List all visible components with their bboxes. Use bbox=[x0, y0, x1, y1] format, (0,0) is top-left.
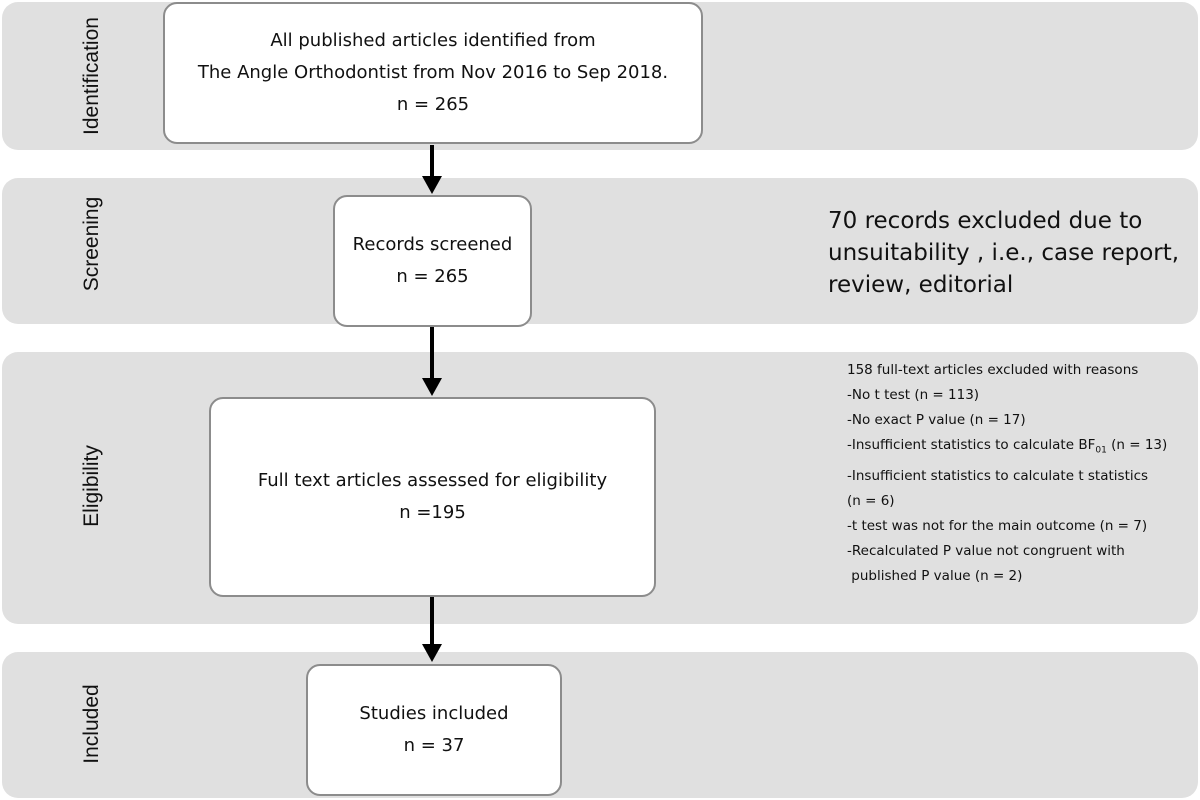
arrow-eligibility-to-included bbox=[422, 597, 442, 662]
identification-box: All published articles identified from T… bbox=[163, 2, 703, 144]
screening-exclusion-note: 70 records excluded due to unsuitability… bbox=[828, 205, 1179, 301]
screening-exclusion-line: review, editorial bbox=[828, 272, 1014, 298]
exclusion-reason: -Insufficient statistics to calculate t … bbox=[847, 467, 1149, 484]
exclusion-reason-count: (n = 13) bbox=[1106, 437, 1168, 453]
identification-line2: The Angle Orthodontist from Nov 2016 to … bbox=[197, 62, 669, 83]
included-title: Studies included bbox=[359, 703, 509, 724]
exclusion-reason: -No exact P value (n = 17) bbox=[847, 412, 1026, 428]
band-included bbox=[2, 652, 1198, 798]
exclusion-reason: -Recalculated P value not congruent with bbox=[847, 542, 1125, 559]
exclusion-reason-continued: (n = 6) bbox=[847, 492, 895, 509]
arrow-screening-to-eligibility bbox=[422, 327, 442, 396]
screening-exclusion-line: 70 records excluded due to bbox=[828, 208, 1143, 234]
exclusion-reason-text: -Insufficient statistics to calculate BF bbox=[847, 437, 1096, 453]
exclusion-reason-subscript: 01 bbox=[1095, 445, 1107, 456]
exclusion-reason: -No t test (n = 113) bbox=[847, 387, 980, 403]
identification-count: n = 265 bbox=[396, 94, 470, 115]
band-screening bbox=[2, 178, 1198, 324]
exclusion-reason: -Insufficient statistics to calculate BF… bbox=[847, 433, 1167, 464]
eligibility-box: Full text articles assessed for eligibil… bbox=[209, 397, 656, 597]
exclusion-reason-continued: published P value (n = 2) bbox=[847, 567, 1023, 584]
eligibility-exclusion-list: 158 full-text articles excluded with rea… bbox=[847, 358, 1167, 589]
exclusion-reason: -t test was not for the main outcome (n … bbox=[847, 517, 1148, 534]
arrow-identification-to-screening bbox=[422, 145, 442, 194]
exclusion-heading: 158 full-text articles excluded with rea… bbox=[847, 362, 1139, 378]
eligibility-count: n =195 bbox=[399, 502, 466, 523]
screening-title: Records screened bbox=[352, 234, 513, 255]
eligibility-title: Full text articles assessed for eligibil… bbox=[257, 470, 608, 491]
included-count: n = 37 bbox=[403, 735, 465, 756]
screening-count: n = 265 bbox=[396, 266, 469, 287]
identification-line1: All published articles identified from bbox=[270, 30, 596, 51]
screening-exclusion-line: unsuitability , i.e., case report, bbox=[828, 240, 1180, 266]
screening-box: Records screened n = 265 bbox=[333, 195, 532, 327]
included-box: Studies included n = 37 bbox=[306, 664, 562, 796]
